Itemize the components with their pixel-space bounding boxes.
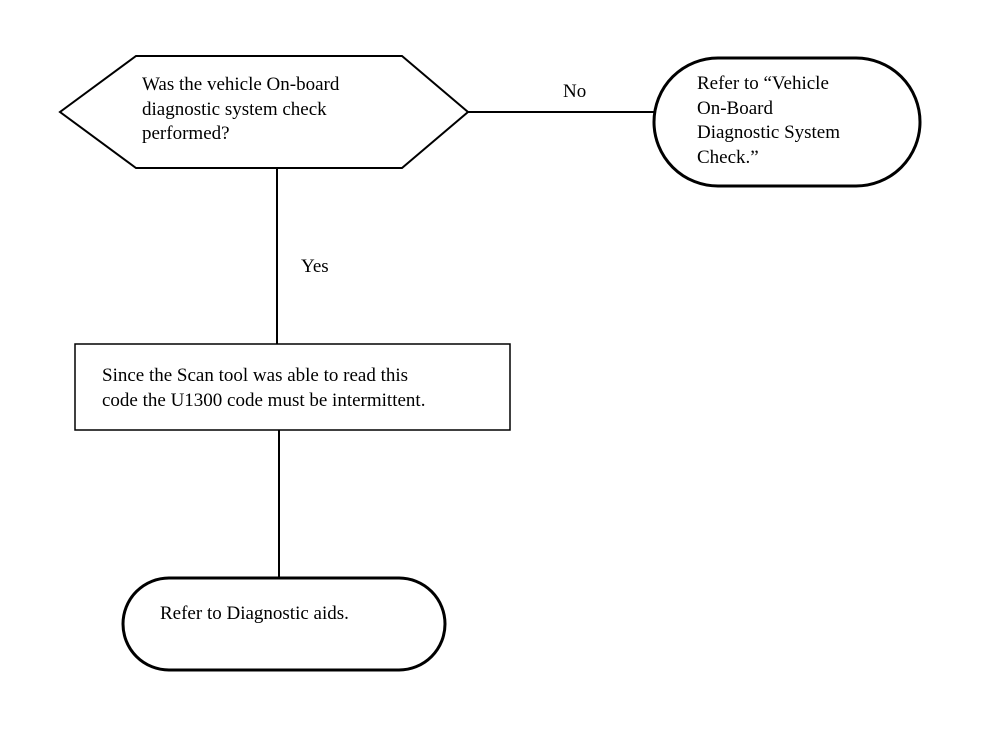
end-terminal-text: Refer to Diagnostic aids. [160,603,349,624]
refer-terminal-shape [652,56,922,188]
process-box-shape [74,343,511,431]
refer-terminal-text: Refer to “Vehicle On-Board Diagnostic Sy… [697,73,841,168]
decision-shape [58,55,470,169]
yes-branch-label: Yes [301,256,329,277]
end-terminal-shape [121,576,447,672]
no-branch-label: No [563,81,587,102]
decision-text: Was the vehicle On-board diagnostic syst… [142,74,340,144]
process-box-text: Since the Scan tool was able to read thi… [102,365,426,411]
